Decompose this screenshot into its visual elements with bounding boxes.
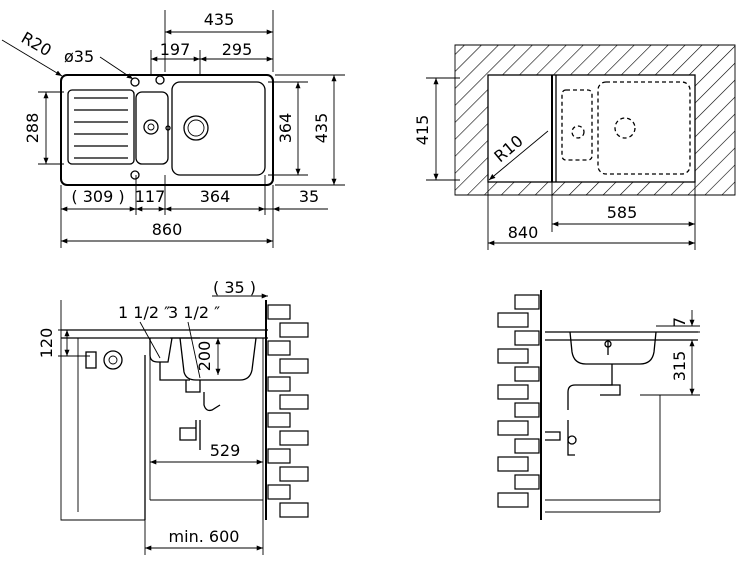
large-bowl-outline — [597, 81, 691, 175]
top-view: 435 R20 ø35 197 295 288 364 435 — [1, 10, 345, 248]
brick-wall — [265, 300, 309, 520]
dim-197: 197 — [160, 40, 191, 59]
drainer-ribs — [74, 97, 128, 159]
cabinet-opening — [487, 74, 696, 183]
large-bowl-drain — [183, 115, 209, 141]
front-section: 120 1 1/2 ″ 3 1/2 ″ ( 35 ) 200 529 min. … — [37, 278, 309, 555]
tap-hole-icon — [130, 77, 140, 87]
dim-min-600: min. 600 — [169, 527, 240, 546]
pipe-size-1: 1 1/2 ″ — [118, 303, 170, 322]
radius-r10: R10 — [490, 131, 526, 166]
brick-wall-side — [497, 290, 542, 520]
dim-200: 200 — [195, 341, 214, 372]
small-bowl-drain — [143, 119, 159, 135]
dim-860: 860 — [152, 220, 183, 239]
dim-288: 288 — [23, 113, 42, 144]
small-bowl-outline — [561, 89, 593, 161]
dim-295: 295 — [222, 40, 253, 59]
dim-309: ( 309 ) — [71, 187, 124, 206]
small-bowl — [135, 91, 169, 165]
cabinet-view: 415 R10 585 840 — [413, 44, 736, 250]
dim-117: 117 — [135, 187, 166, 206]
pipe-size-2: 3 1/2 ″ — [168, 303, 220, 322]
dim-435-top: 435 — [204, 10, 235, 29]
drainer-area — [67, 89, 135, 165]
sink-outline — [60, 74, 274, 186]
dim-364-vertical: 364 — [276, 113, 295, 144]
tap-hole-icon — [130, 170, 140, 180]
dim-7: 7 — [670, 317, 689, 327]
dim-120: 120 — [37, 328, 56, 359]
dim-35-right: 35 — [299, 187, 319, 206]
dim-435-vertical: 435 — [312, 113, 331, 144]
dim-415: 415 — [413, 115, 432, 146]
dim-35-paren: ( 35 ) — [213, 278, 256, 297]
tap-hole-icon — [155, 75, 165, 85]
dim-364-horizontal: 364 — [200, 187, 231, 206]
radius-label: R20 — [18, 28, 55, 60]
large-bowl — [171, 81, 266, 176]
dim-840: 840 — [508, 223, 539, 242]
side-section: 7 315 — [497, 290, 700, 520]
dim-585: 585 — [607, 203, 638, 222]
dim-529: 529 — [210, 441, 241, 460]
dim-315: 315 — [670, 351, 689, 382]
hole-diameter-label: ø35 — [64, 47, 94, 66]
